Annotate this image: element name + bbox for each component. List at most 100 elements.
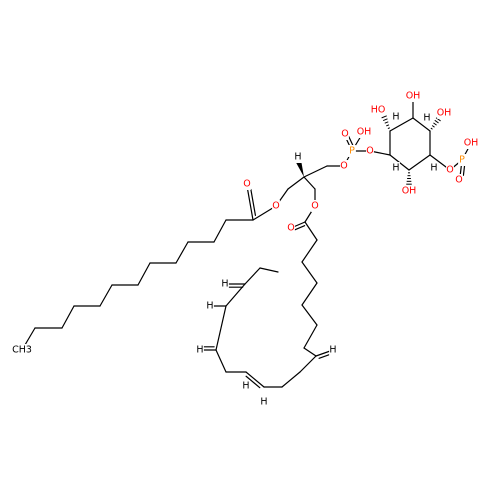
- carbonyl-oxygen-label-2: O: [287, 223, 294, 234]
- ester-oxygen-label-2-background: [311, 200, 319, 212]
- alkene-hydrogen-label-2-background: [260, 396, 268, 408]
- ester-carbonyl-bond-2-inner: [293, 225, 306, 231]
- palmitoyl-chain-bond: [175, 241, 189, 264]
- arachidonoyl-chain-bond: [301, 282, 318, 306]
- hashed-bond: [406, 172, 412, 185]
- inositol-hydroxyl-label-1-background: [371, 104, 385, 116]
- hash-stroke: [384, 121, 389, 124]
- glycerol-bond-1: [287, 176, 305, 190]
- arachidonoyl-chain-bond: [215, 305, 227, 351]
- arachidonoyl-chain-bond: [303, 347, 317, 357]
- alkene-hydrogen-label-3-background: [242, 380, 250, 392]
- phosphate-oxygen-label: O: [340, 161, 347, 172]
- phosphorus-label-2: P: [459, 155, 465, 166]
- inositol-hydroxyl-label-2-background: [406, 90, 420, 102]
- hashed-bond: [381, 115, 390, 130]
- methyl-label: CH3: [12, 345, 32, 356]
- hashed-bond: [430, 117, 441, 130]
- arachidonoyl-chain-bond: [301, 239, 318, 263]
- arachidonoyl-chain-bond: [301, 304, 318, 326]
- hydrogen-label-4-background: [392, 162, 400, 174]
- bond-layer: [21, 99, 470, 389]
- inositol-hydroxyl-label-3-background: [437, 107, 451, 119]
- carbonyl-oxygen-label-1: O: [243, 179, 250, 190]
- phosphate-oxygen-label-3: O: [455, 175, 462, 186]
- alkene-hydrogen-label-4-background: [196, 344, 204, 356]
- hash-stroke: [431, 125, 435, 128]
- hash-stroke: [382, 118, 388, 122]
- hydrogen-label-1-background: [392, 111, 400, 123]
- phosphorus-label-1-background: [348, 145, 356, 157]
- alkene-hydrogen-label-2: H: [260, 397, 267, 408]
- inositol-ring-bond: [412, 117, 431, 132]
- inositol-ring-bond: [408, 154, 431, 171]
- arachidonoyl-chain-bond: [215, 349, 227, 373]
- hash-stroke: [381, 115, 387, 119]
- phosphorus-label-1: P: [349, 146, 355, 157]
- hash-stroke: [433, 122, 437, 126]
- phosphate-hydroxyl-label-2-background: [464, 137, 478, 149]
- stereo-hydrogen-label: H: [294, 152, 301, 163]
- arachidonoyl-chain-bond: [304, 221, 318, 241]
- inositol-hydroxyl-label-2: OH: [406, 91, 421, 102]
- inositol-hydroxyl-label-4-background: [402, 185, 416, 197]
- palmitoyl-chain-bond: [213, 219, 227, 243]
- alkene-hydrogen-label-6: H: [221, 279, 228, 290]
- alkene-hydrogen-label-5-background: [206, 300, 214, 312]
- phosphate-oxygen-label-2-background: [446, 164, 454, 176]
- hash-stroke: [435, 117, 441, 122]
- ester-oxygen-label-2: O: [311, 201, 318, 212]
- palmitoyl-chain-bond: [99, 284, 113, 307]
- hash-stroke: [434, 119, 439, 124]
- alkene-hydrogen-label-4: H: [196, 345, 203, 356]
- hydrogen-label-2: H: [423, 113, 430, 124]
- cis-double-bond-2-inner: [245, 375, 261, 389]
- palmitoyl-chain-bond: [137, 262, 151, 286]
- inositol-hydroxyl-label-3: OH: [437, 108, 452, 119]
- alkene-hydrogen-label-1-background: [329, 344, 337, 356]
- arachidonoyl-chain-bond: [299, 355, 317, 373]
- phosphate-hydroxyl-label: OH: [357, 127, 372, 138]
- arachidonoyl-chain-bond: [259, 267, 279, 273]
- alkene-hydrogen-label-6-background: [221, 278, 229, 290]
- carbonyl-oxygen-label-1-background: [243, 178, 251, 190]
- ester-carbonyl-bond-1-inner: [250, 188, 257, 216]
- hydrogen-label-1: H: [392, 112, 399, 123]
- ester-carbonyl-bond-1: [246, 185, 254, 221]
- phosphoryl-oxygen-label: O: [341, 129, 348, 140]
- hash-stroke: [387, 127, 390, 130]
- glycerol-bond-2: [303, 176, 316, 190]
- phosphorus-label-2-background: [458, 154, 466, 166]
- hash-stroke: [430, 127, 433, 130]
- carbonyl-oxygen-label-2-background: [287, 222, 295, 234]
- inositol-oxygen-label: O: [366, 146, 373, 157]
- glycerol-bond-4: [303, 165, 328, 178]
- phosphate-oxygen-label-3-background: [455, 174, 463, 186]
- inositol-ring-bond: [389, 117, 414, 132]
- hydrogen-label-4: H: [392, 163, 399, 174]
- inositol-hydroxyl-label-4: OH: [402, 186, 417, 197]
- arachidonoyl-chain-bond: [281, 371, 301, 388]
- inositol-oxygen-label-background: [366, 145, 374, 157]
- ester-oxygen-label-1: O: [272, 201, 279, 212]
- phosphate-oxygen-label-background: [340, 160, 348, 172]
- hydrogen-label-3: H: [430, 163, 437, 174]
- stereo-hydrogen-label-background: [294, 151, 302, 163]
- palmitoyl-chain-bond: [61, 305, 75, 329]
- arachidonoyl-chain-bond: [301, 261, 318, 284]
- phosphate-oxygen-label-2: O: [446, 165, 453, 176]
- inositol-hydroxyl-label-1: HO: [371, 105, 386, 116]
- hydrogen-label-2-background: [423, 112, 431, 124]
- arachidonoyl-chain-bond: [244, 267, 261, 285]
- ester-oxygen-label-1-background: [272, 200, 280, 212]
- phosphate-hydroxyl-label-2: OH: [464, 138, 479, 149]
- phosphoryl-oxygen-label-background: [341, 128, 349, 140]
- alkene-hydrogen-label-3: H: [242, 381, 249, 392]
- methyl-label-background: [12, 344, 32, 356]
- cis-double-bond-2: [245, 371, 265, 388]
- phosphate-hydroxyl-label-background: [357, 126, 371, 138]
- alkene-hydrogen-label-1: H: [329, 345, 336, 356]
- arachidonoyl-chain-bond: [303, 324, 318, 349]
